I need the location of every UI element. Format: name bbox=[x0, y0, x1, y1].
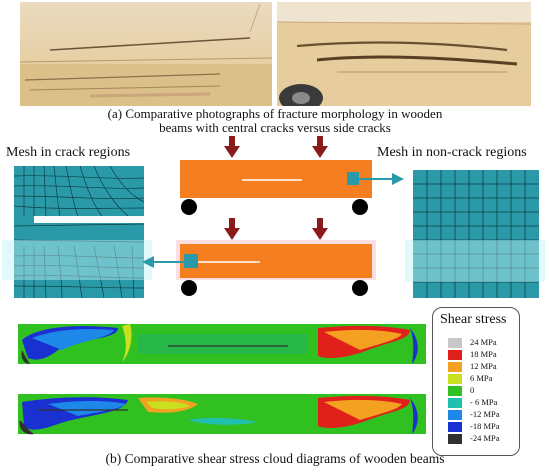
legend-swatch bbox=[448, 434, 462, 444]
legend-entry: 6 MPa bbox=[448, 373, 506, 384]
caption-b: (b) Comparative shear stress cloud diagr… bbox=[105, 451, 445, 466]
beam-central-crack bbox=[180, 160, 372, 198]
legend-swatch bbox=[448, 362, 462, 372]
legend-swatch bbox=[448, 350, 462, 360]
legend-swatch bbox=[448, 374, 462, 384]
beam-diagram bbox=[140, 134, 420, 300]
photo-side-crack bbox=[277, 2, 531, 106]
legend-label: 18 MPa bbox=[470, 349, 497, 359]
mesh-noncrack-region bbox=[405, 168, 545, 304]
shear-cloud-side bbox=[18, 390, 426, 440]
legend-label: -24 MPa bbox=[470, 433, 500, 443]
caption-a-line2: beams with central cracks versus side cr… bbox=[159, 120, 391, 135]
legend-entry: -18 MPa bbox=[448, 421, 506, 432]
legend-label: -12 MPa bbox=[470, 409, 500, 419]
legend-entry: 24 MPa bbox=[448, 337, 506, 348]
caption-a-line1: (a) Comparative photographs of fracture … bbox=[107, 106, 443, 121]
legend-entry: 0 bbox=[448, 385, 506, 396]
legend-entry: -12 MPa bbox=[448, 409, 506, 420]
legend-entry: - 6 MPa bbox=[448, 397, 506, 408]
legend-entry: -24 MPa bbox=[448, 433, 506, 444]
load-arrow-top-right bbox=[312, 136, 328, 158]
legend-swatch bbox=[448, 410, 462, 420]
shear-cloud-central bbox=[18, 320, 426, 370]
legend-label: 12 MPa bbox=[470, 361, 497, 371]
label-mesh-noncrack: Mesh in non-crack regions bbox=[377, 145, 527, 160]
legend-label: - 6 MPa bbox=[470, 397, 498, 407]
beam-side-crack bbox=[180, 244, 372, 278]
photo-central-crack bbox=[20, 2, 272, 106]
legend-label: -18 MPa bbox=[470, 421, 500, 431]
legend-swatch bbox=[448, 422, 462, 432]
legend-title: Shear stress bbox=[440, 312, 507, 327]
legend-label: 6 MPa bbox=[470, 373, 493, 383]
legend-entry: 12 MPa bbox=[448, 361, 506, 372]
legend-swatch bbox=[448, 386, 462, 396]
mesh-crack-region bbox=[2, 165, 152, 302]
load-arrow-top-left bbox=[224, 136, 240, 158]
legend-label: 0 bbox=[470, 385, 475, 395]
legend-swatch bbox=[448, 398, 462, 408]
label-mesh-crack: Mesh in crack regions bbox=[6, 145, 131, 160]
shear-stress-legend bbox=[432, 307, 520, 456]
legend-entry: 18 MPa bbox=[448, 349, 506, 360]
legend-label: 24 MPa bbox=[470, 337, 497, 347]
legend-swatch bbox=[448, 338, 462, 348]
